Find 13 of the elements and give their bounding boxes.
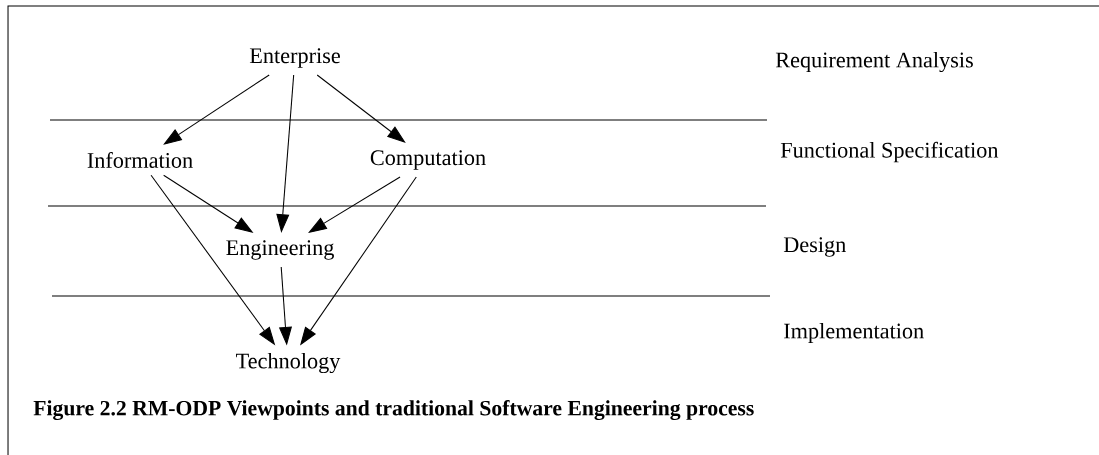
phase-label: Implementation: [784, 322, 924, 344]
phase-label: Requirement Analysis: [775, 51, 973, 73]
arrow: [316, 74, 406, 143]
caption: Figure 2.2 RM-ODP Viewpoints and traditional Software Engineering process: [33, 400, 754, 420]
viewpoint-label: Technology: [236, 352, 341, 374]
viewpoint-label: Enterprise: [249, 48, 340, 68]
viewpoint-label: Information: [87, 152, 193, 168]
arrow: [163, 74, 270, 145]
viewpoint-label: Computation: [370, 150, 486, 170]
arrow: [308, 176, 401, 233]
viewpoint-label: Engineering: [226, 240, 334, 260]
phase-label: Functional Specification: [780, 141, 999, 163]
phase-label: Design: [783, 237, 846, 257]
